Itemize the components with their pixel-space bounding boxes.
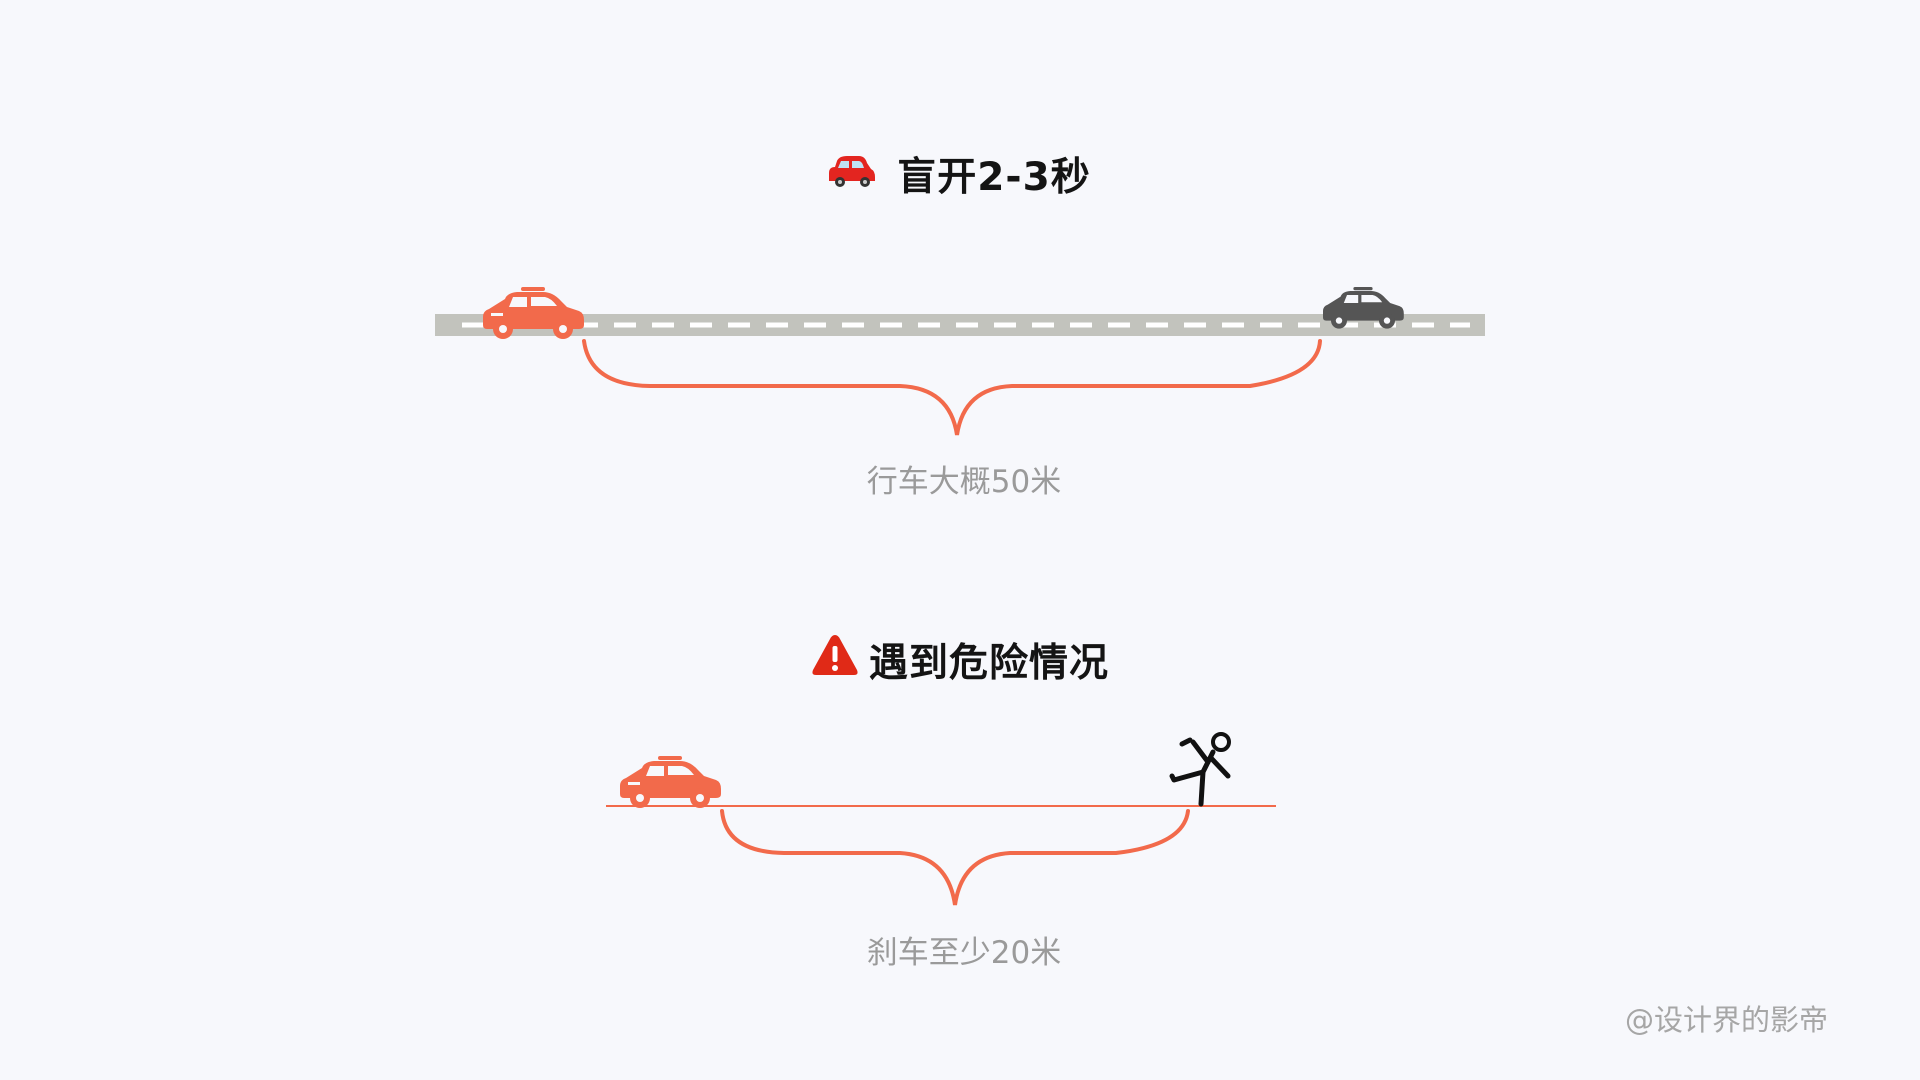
car-emoji-icon: [829, 152, 876, 197]
distance-brace-2: [720, 809, 1190, 906]
watermark-credit: @设计界的影帝: [1624, 1003, 1828, 1037]
pedestrian-icon: [1169, 732, 1231, 807]
section2-distance-label: 刹车至少20米: [866, 935, 1062, 971]
gray-car-icon: [1323, 287, 1404, 329]
section1-title: 盲开2-3秒: [897, 155, 1091, 200]
orange-car-icon-2: [620, 756, 721, 808]
warning-triangle-icon: [811, 633, 859, 687]
orange-car-icon: [483, 287, 584, 339]
distance-brace-1: [582, 339, 1322, 436]
section1-distance-label: 行车大概50米: [866, 464, 1062, 500]
section1-heading: 盲开2-3秒: [0, 146, 1920, 202]
section2-heading: 遇到危险情况: [0, 632, 1920, 688]
section2-title: 遇到危险情况: [868, 641, 1109, 686]
